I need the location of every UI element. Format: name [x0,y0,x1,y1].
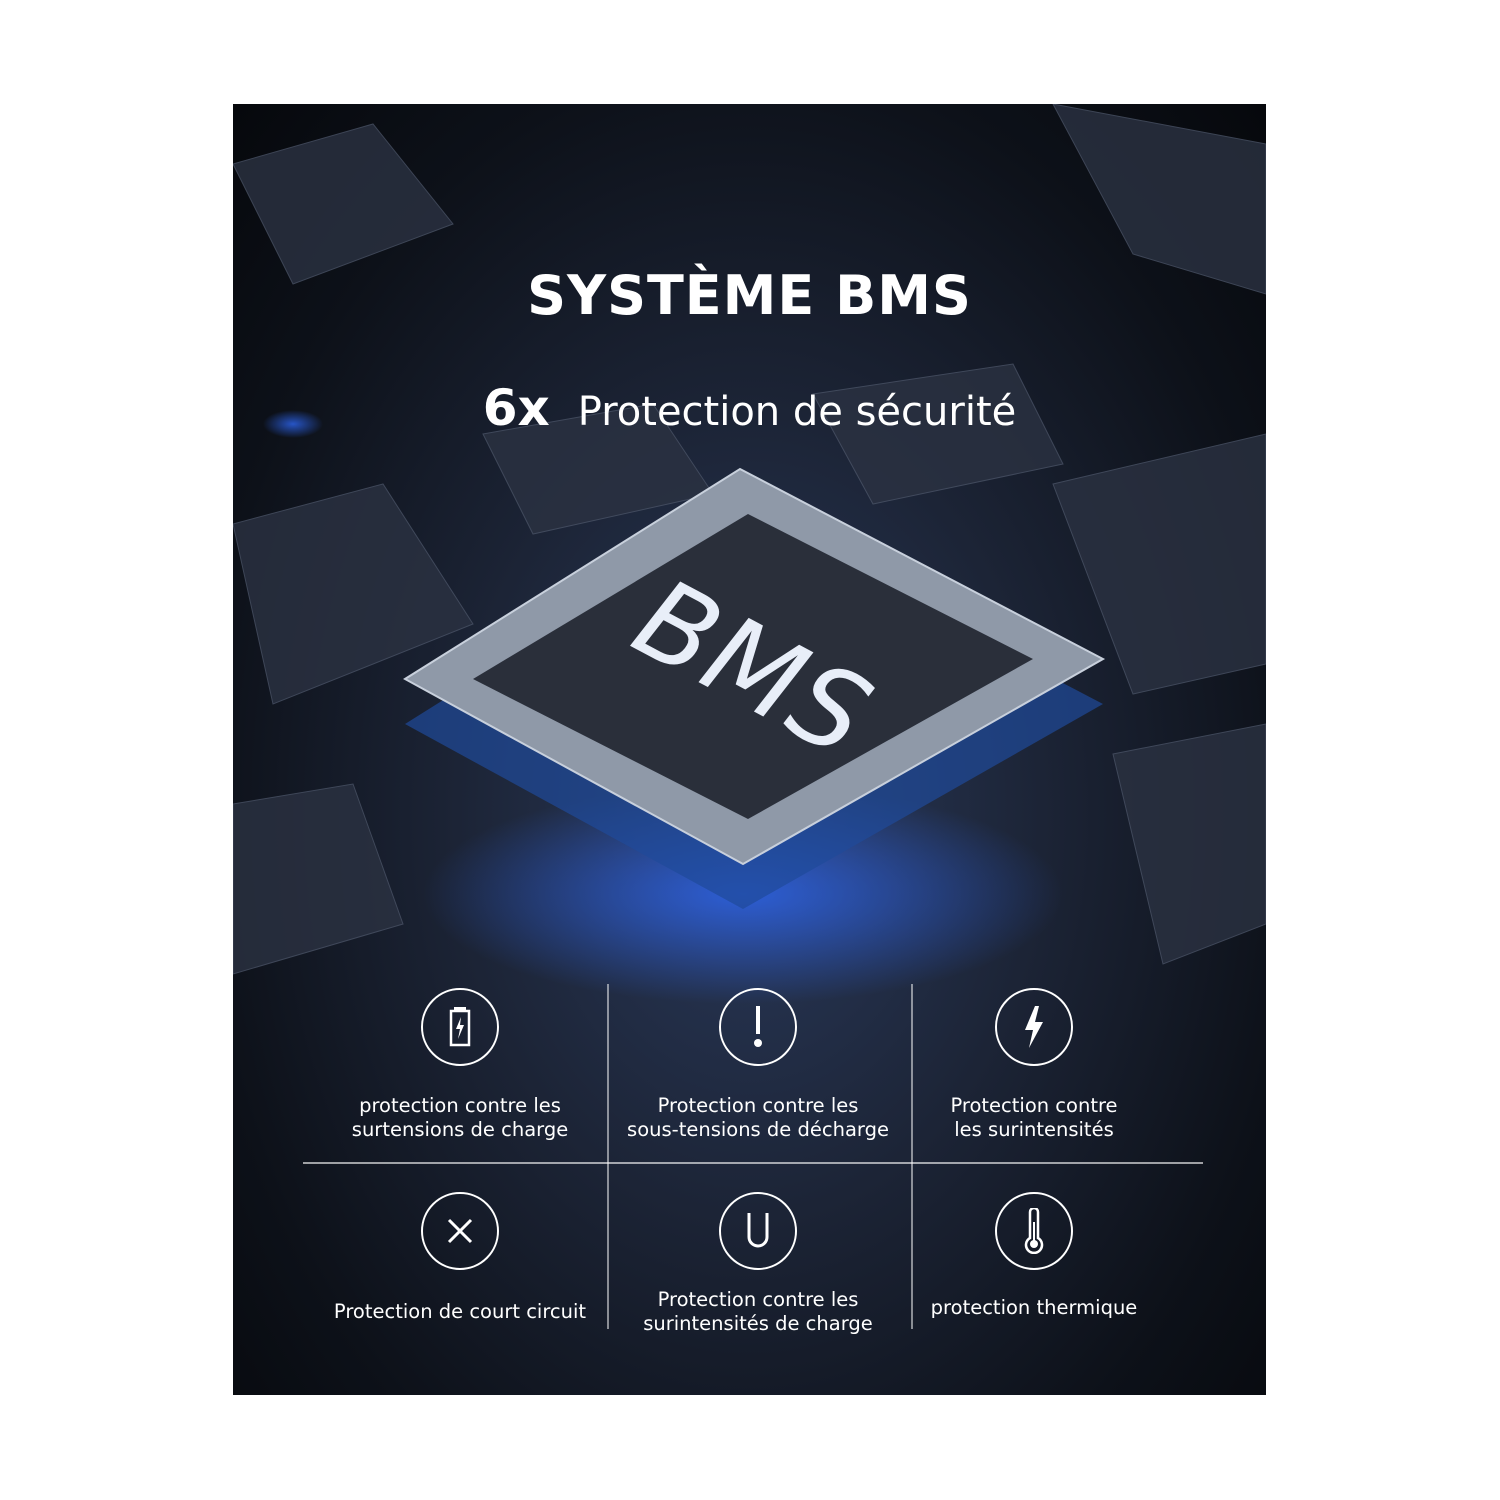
page-title: SYSTÈME BMS [527,264,972,327]
feature-label: Protection contre [950,1094,1118,1117]
exclamation-icon [719,988,797,1066]
subtitle: 6x Protection de sécurité [233,379,1266,437]
feature-label: Protection contre les [657,1094,859,1117]
grid-divider-vertical [607,984,609,1329]
battery-charging-icon [421,988,499,1066]
bms-chip [403,467,1106,909]
thermometer-icon [995,1192,1073,1270]
feature-label: sous-tensions de décharge [627,1118,889,1141]
feature-label: protection contre les [359,1094,561,1117]
feature-thermal: protection thermique [884,1192,1184,1320]
grid-divider-horizontal [303,1162,1203,1164]
feature-label: surtensions de charge [351,1118,569,1141]
grid-divider-vertical [911,984,913,1329]
feature-label: Protection de court circuit [333,1300,587,1323]
subtitle-text: Protection de sécurité [577,389,1017,435]
feature-label: Protection contre les [657,1288,859,1311]
feature-label: surintensités de charge [643,1312,873,1335]
feature-label: les surintensités [954,1118,1114,1141]
protection-count: 6x [482,379,550,437]
u-icon [719,1192,797,1270]
lightning-icon [995,988,1073,1066]
circuit-background [233,104,1266,1004]
feature-short-circuit: Protection de court circuit [310,1192,610,1324]
x-icon [421,1192,499,1270]
feature-label: protection thermique [930,1296,1138,1319]
